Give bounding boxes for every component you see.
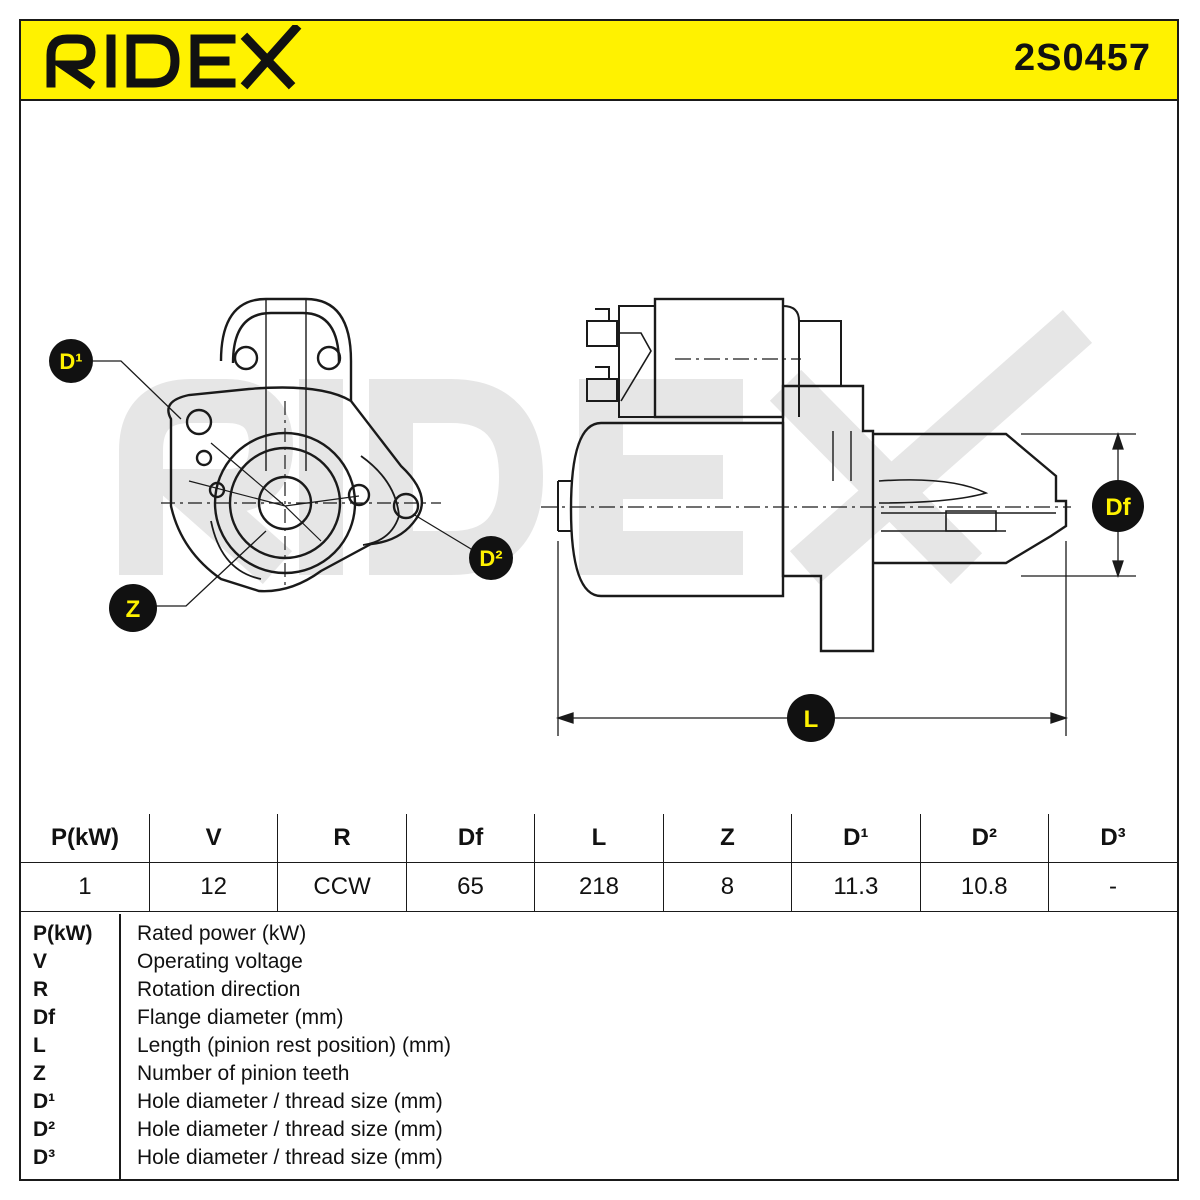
spec-value: 1 (21, 862, 150, 912)
part-number: 2S0457 (1013, 37, 1151, 79)
spec-value: 12 (148, 862, 279, 912)
svg-text:Df: Df (1105, 494, 1131, 521)
legend-row: R Rotation direction (21, 976, 1177, 1004)
spec-table: P(kW) V R Df L Z D¹ D² D³ 1 12 CCW 65 21… (21, 814, 1177, 912)
spec-value: - (1048, 862, 1177, 912)
ridex-logo (46, 25, 302, 90)
legend-code: R (33, 978, 49, 1001)
watermark-logo (119, 309, 1093, 585)
svg-text:D¹: D¹ (59, 349, 82, 374)
legend-description: Hole diameter / thread size (mm) (137, 1118, 443, 1141)
technical-drawing: D¹ D² Z Df L (21, 101, 1177, 814)
spec-header: L (534, 814, 664, 863)
front-view (161, 297, 441, 593)
starter-motor-drawing: D¹ D² Z Df L (49, 297, 1144, 742)
legend-description: Length (pinion rest position) (mm) (137, 1034, 451, 1057)
legend-description: Number of pinion teeth (137, 1062, 350, 1085)
callout-df: Df (1092, 480, 1144, 532)
legend-description: Rated power (kW) (137, 922, 307, 945)
legend-row: Z Number of pinion teeth (21, 1060, 1177, 1088)
spec-value: 10.8 (919, 862, 1050, 912)
legend-code: P(kW) (33, 922, 93, 945)
svg-text:D²: D² (479, 546, 502, 571)
spec-header: D¹ (791, 814, 921, 863)
spec-value: 65 (405, 862, 536, 912)
spec-value: 8 (662, 862, 793, 912)
spec-header: R (277, 814, 407, 863)
legend-code: D³ (33, 1146, 56, 1169)
header-bar: 2S0457 (21, 21, 1177, 101)
legend-description: Flange diameter (mm) (137, 1006, 344, 1029)
spec-header: Df (405, 814, 536, 863)
legend-row: D³ Hole diameter / thread size (mm) (21, 1144, 1177, 1172)
legend-code: Df (33, 1006, 56, 1029)
legend-code: D² (33, 1118, 56, 1141)
spec-header-row: P(kW) V R Df L Z D¹ D² D³ (21, 814, 1177, 863)
side-view (541, 297, 1071, 653)
legend-row: P(kW) Rated power (kW) (21, 920, 1177, 948)
spec-value: 218 (534, 862, 664, 912)
spec-header: P(kW) (21, 814, 150, 863)
legend-row: D¹ Hole diameter / thread size (mm) (21, 1088, 1177, 1116)
legend-description: Hole diameter / thread size (mm) (137, 1146, 443, 1169)
legend: P(kW) Rated power (kW) V Operating volta… (21, 914, 1177, 1179)
legend-description: Hole diameter / thread size (mm) (137, 1090, 443, 1113)
legend-row: V Operating voltage (21, 948, 1177, 976)
legend-divider (119, 914, 121, 1179)
spec-value-row: 1 12 CCW 65 218 8 11.3 10.8 - (21, 862, 1177, 912)
callout-d1: D¹ (49, 339, 93, 383)
legend-row: L Length (pinion rest position) (mm) (21, 1032, 1177, 1060)
spec-value: 11.3 (791, 862, 921, 912)
legend-code: V (33, 950, 48, 973)
legend-row: Df Flange diameter (mm) (21, 1004, 1177, 1032)
callout-l: L (787, 694, 835, 742)
callout-d2: D² (469, 536, 513, 580)
svg-text:L: L (804, 706, 819, 733)
legend-description: Operating voltage (137, 950, 303, 973)
svg-text:Z: Z (126, 596, 141, 623)
legend-row: D² Hole diameter / thread size (mm) (21, 1116, 1177, 1144)
spec-header: D³ (1048, 814, 1177, 863)
spec-header: V (148, 814, 279, 863)
spec-value: CCW (277, 862, 407, 912)
spec-header: D² (919, 814, 1050, 863)
callout-z: Z (109, 584, 157, 632)
legend-code: D¹ (33, 1090, 56, 1113)
spec-header: Z (662, 814, 793, 863)
datasheet-frame: 2S0457 (19, 19, 1179, 1181)
legend-description: Rotation direction (137, 978, 301, 1001)
legend-code: Z (33, 1062, 46, 1085)
legend-code: L (33, 1034, 46, 1057)
